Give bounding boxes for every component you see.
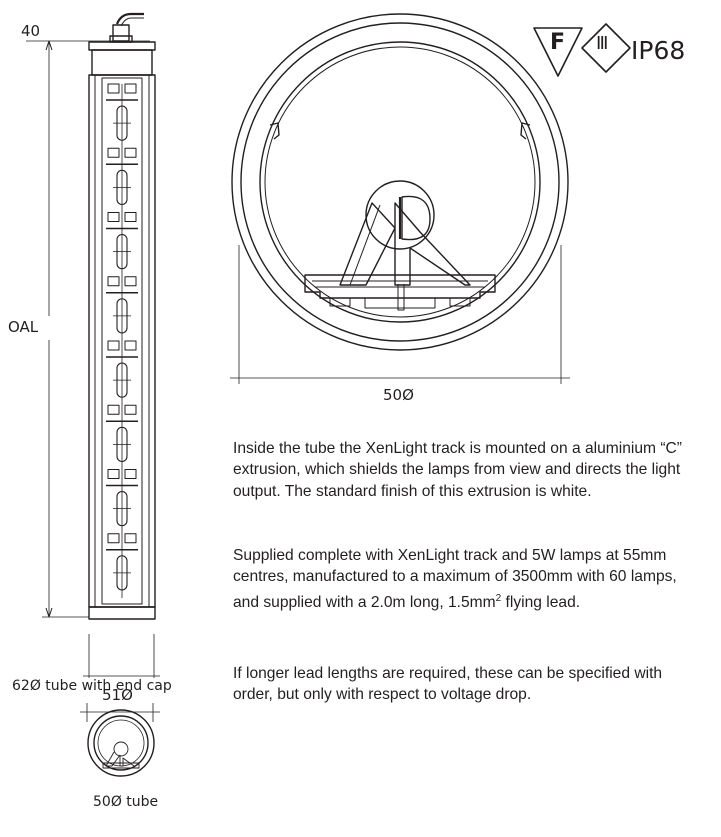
class-iii-symbol: [581, 23, 631, 73]
para2-text: Supplied complete with XenLight track an…: [233, 547, 677, 611]
cross-section-small: [80, 703, 160, 777]
dimension-label-51: 51Ø: [102, 686, 133, 704]
dimension-label-40: 40: [21, 22, 41, 40]
f-mark-letter: F: [550, 30, 566, 55]
tube-side-elevation: [88, 12, 156, 620]
track-connector: [124, 404, 137, 415]
dimension-label-oal: OAL: [8, 318, 39, 336]
para2-superscript: 2: [495, 592, 502, 604]
lamp-chain: [106, 83, 138, 598]
track-connector: [124, 147, 137, 158]
track-connector: [107, 533, 120, 544]
dimension-cross-50: [230, 245, 570, 384]
track-connector: [124, 340, 137, 351]
track-connector: [124, 469, 137, 479]
class-iii-mark: Ⅲ: [596, 33, 609, 54]
description-paragraph-3: If longer lead lengths are required, the…: [233, 665, 663, 704]
track-connector: [124, 276, 137, 287]
track-connector: [107, 469, 120, 479]
track-connector: [107, 212, 120, 222]
track-connector: [124, 533, 137, 544]
track-connector: [107, 83, 120, 94]
description-paragraph-1: Inside the tube the XenLight track is mo…: [233, 440, 682, 500]
ip-rating: IP68: [631, 36, 686, 65]
small-tube-label: 50Ø tube: [93, 794, 159, 810]
f-mark-symbol: [533, 27, 583, 77]
dimension-label-cross-50: 50Ø: [383, 386, 414, 404]
track-connector: [107, 404, 120, 415]
cross-section-large: [231, 13, 569, 351]
dimension-51: [83, 634, 160, 678]
description-paragraph-2: Supplied complete with XenLight track an…: [233, 545, 703, 613]
dimension-oal: [42, 40, 89, 618]
track-connector: [124, 212, 137, 222]
track-connector: [124, 83, 137, 94]
track-connector: [107, 147, 120, 158]
track-connector: [107, 340, 120, 351]
para2-tail: flying lead.: [501, 593, 581, 611]
track-connector: [107, 276, 120, 287]
end-cap-label: 62Ø tube with end cap: [12, 678, 172, 694]
